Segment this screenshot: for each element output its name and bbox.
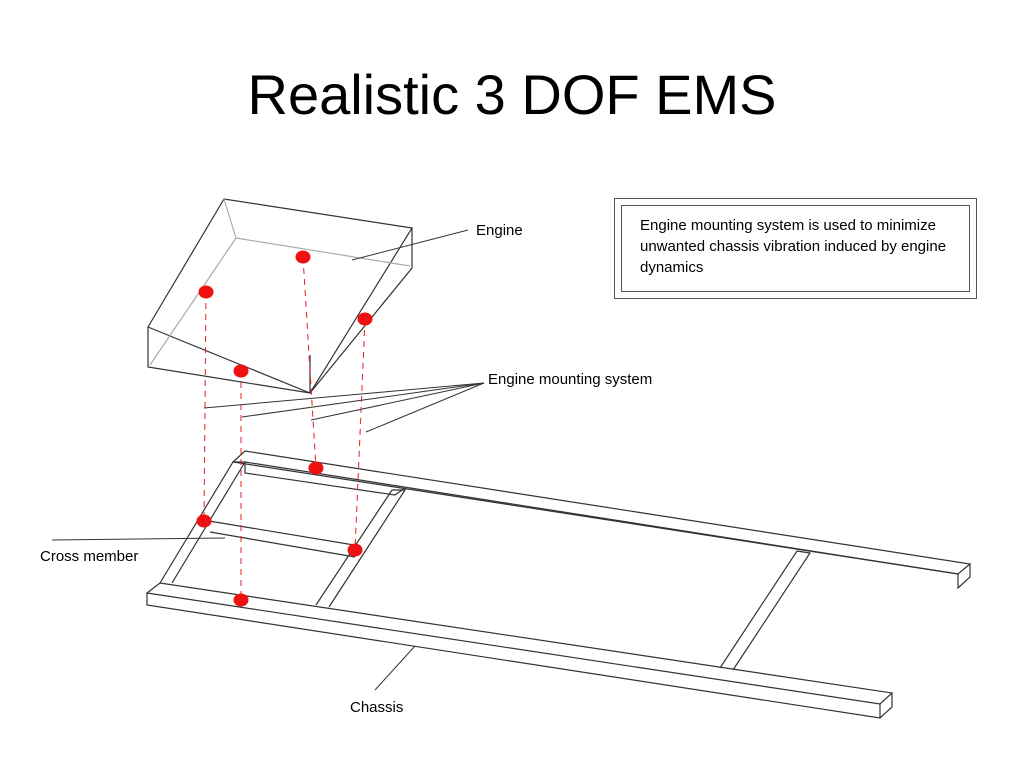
mount-point <box>233 593 249 607</box>
chassis-label: Chassis <box>350 699 403 716</box>
slide-title: Realistic 3 DOF EMS <box>247 63 777 126</box>
mount-point <box>198 285 214 299</box>
engine-label: Engine <box>476 222 523 239</box>
mount-point <box>347 543 363 557</box>
mount-point <box>233 364 249 378</box>
mount-point <box>295 250 311 264</box>
mount-point <box>357 312 373 326</box>
mount-point <box>196 514 212 528</box>
mounting-system-label: Engine mounting system <box>488 371 652 388</box>
chassis-frame <box>145 450 972 719</box>
mount-dashed-lines <box>203 256 366 600</box>
cross-member-label: Cross member <box>40 548 138 565</box>
leader-lines <box>51 229 485 691</box>
engine-block <box>147 198 413 394</box>
note-inner-border <box>621 205 970 292</box>
mount-point <box>308 461 324 475</box>
note-box: Engine mounting system is used to minimi… <box>614 198 977 299</box>
note-text: Engine mounting system is used to minimi… <box>640 217 947 276</box>
mount-points <box>196 250 373 607</box>
